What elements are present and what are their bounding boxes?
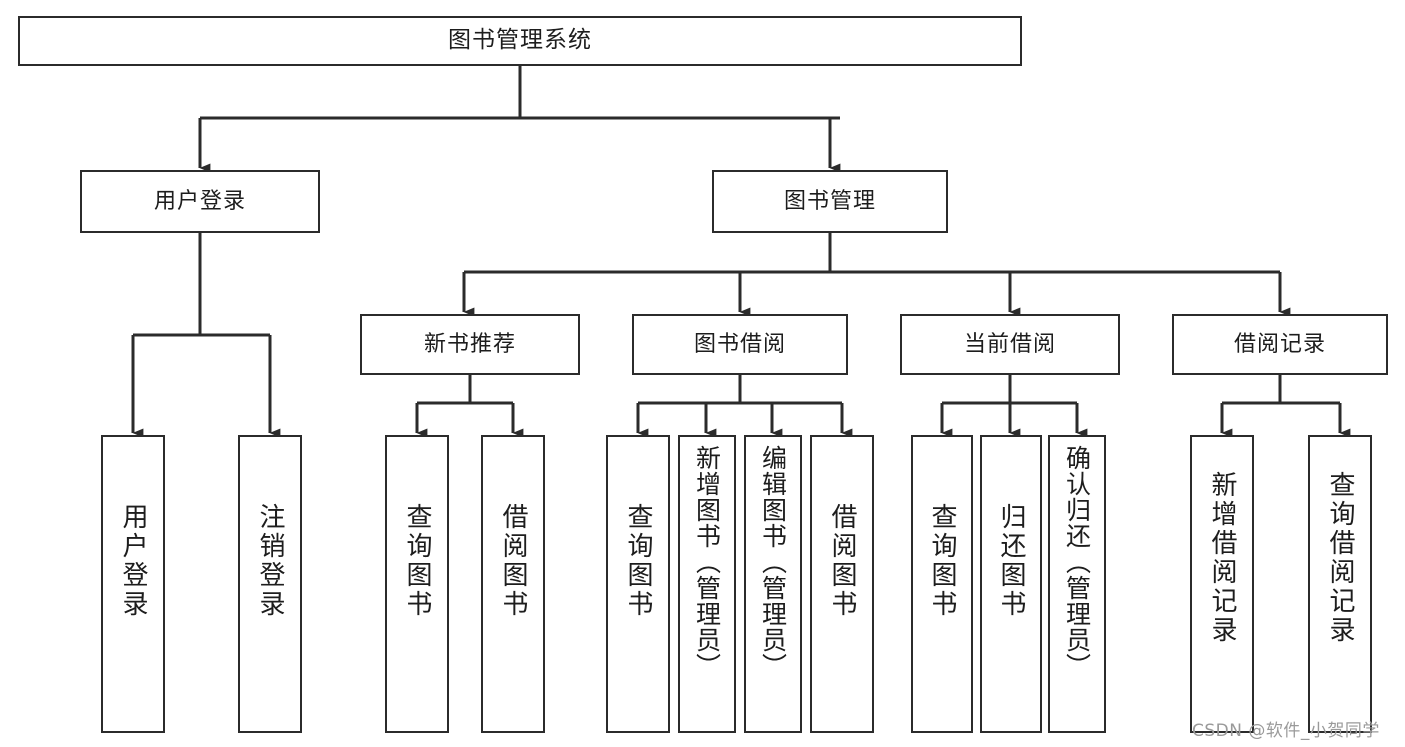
node-new-book-recommend-label: 新书推荐 [423,331,516,357]
node-current-borrow-label: 当前借阅 [963,331,1056,357]
leaf-user-login-label: 用户登录 [118,503,148,619]
node-user-login-label: 用户登录 [153,188,246,214]
node-book-borrow[interactable]: 图书借阅 [632,314,848,375]
leaf-logout-login-label: 注销登录 [255,503,285,619]
node-borrow-record[interactable]: 借阅记录 [1172,314,1388,375]
leaf-add-borrow-record-label: 新增借阅记录 [1207,471,1237,645]
leaf-confirm-return-admin-label: 确认归还（管理员） [1062,445,1092,679]
leaf-query-book-1-label: 查询图书 [402,503,432,619]
node-book-borrow-label: 图书借阅 [693,331,786,357]
leaf-borrow-book-2[interactable]: 借阅图书 [810,435,874,733]
leaf-query-book-1[interactable]: 查询图书 [385,435,449,733]
csdn-watermark: CSDN @软件_小贺同学 [1192,721,1380,741]
leaf-query-book-2[interactable]: 查询图书 [606,435,670,733]
leaf-borrow-book-1[interactable]: 借阅图书 [481,435,545,733]
node-root-label: 图书管理系统 [448,27,592,54]
node-new-book-recommend[interactable]: 新书推荐 [360,314,580,375]
leaf-borrow-book-1-label: 借阅图书 [498,503,528,619]
leaf-return-book-label: 归还图书 [996,503,1026,619]
node-book-manage-label: 图书管理 [783,188,876,214]
leaf-query-borrow-record[interactable]: 查询借阅记录 [1308,435,1372,733]
leaf-query-book-2-label: 查询图书 [623,503,653,619]
leaf-query-borrow-record-label: 查询借阅记录 [1325,471,1355,645]
leaf-add-borrow-record[interactable]: 新增借阅记录 [1190,435,1254,733]
leaf-edit-book-admin-label: 编辑图书（管理员） [758,445,788,679]
leaf-user-login[interactable]: 用户登录 [101,435,165,733]
node-root[interactable]: 图书管理系统 [18,16,1022,66]
leaf-query-book-3-label: 查询图书 [927,503,957,619]
leaf-return-book[interactable]: 归还图书 [980,435,1042,733]
leaf-add-book-admin[interactable]: 新增图书（管理员） [678,435,736,733]
node-current-borrow[interactable]: 当前借阅 [900,314,1120,375]
node-user-login[interactable]: 用户登录 [80,170,320,233]
leaf-query-book-3[interactable]: 查询图书 [911,435,973,733]
leaf-add-book-admin-label: 新增图书（管理员） [692,445,722,679]
leaf-edit-book-admin[interactable]: 编辑图书（管理员） [744,435,802,733]
leaf-borrow-book-2-label: 借阅图书 [827,503,857,619]
leaf-logout-login[interactable]: 注销登录 [238,435,302,733]
node-book-manage[interactable]: 图书管理 [712,170,948,233]
node-borrow-record-label: 借阅记录 [1233,331,1326,357]
leaf-confirm-return-admin[interactable]: 确认归还（管理员） [1048,435,1106,733]
